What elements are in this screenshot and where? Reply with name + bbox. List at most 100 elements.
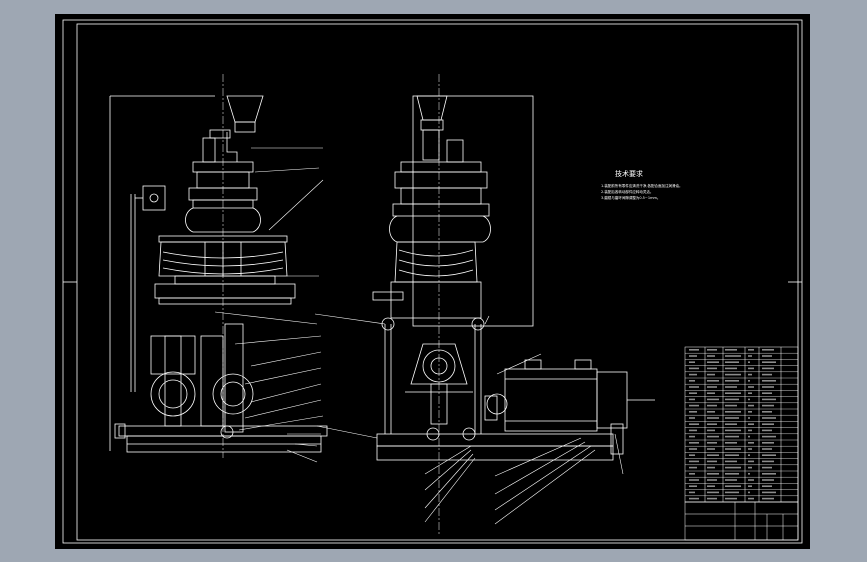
notes-line-1: 1.装配前所有零件应清洗干净,各配合面加注润滑油。 [601,183,682,188]
parts-cell-text [725,380,739,382]
gearbox [150,335,196,375]
parts-cell-text [748,442,754,444]
parts-cell-text [748,417,750,419]
parts-cell-text [725,373,741,376]
parts-cell-text [707,392,715,394]
parts-cell-text [689,423,699,425]
parts-cell-text [707,373,715,376]
parts-cell-text [725,442,737,444]
parts-cell-text [707,367,717,370]
parts-cell-text [725,429,741,432]
parts-fill [689,349,776,500]
bevel-gear [410,343,468,385]
notes-line-3: 3.磨辊与磨环间隙调整为0.5~1mm。 [601,195,660,200]
front-view [109,74,328,463]
parts-cell-text [725,454,739,456]
parts-cell-text [748,460,754,463]
parts-cell-text [689,442,699,444]
parts-cell-text [707,491,719,494]
parts-cell-text [707,454,719,456]
parts-cell-text [707,473,719,475]
parts-cell-text [748,479,754,481]
parts-cell-text [689,479,699,481]
parts-cell-text [725,398,739,401]
parts-cell-text [707,435,719,438]
parts-cell-text [762,442,774,444]
parts-cell-text [725,448,741,450]
parts-cell-text [762,367,774,370]
parts-cell-text [725,361,739,363]
parts-cell-text [748,473,750,475]
parts-cell-text [725,479,737,481]
parts-cell-text [762,448,772,450]
parts-cell-text [689,373,697,376]
parts-cell-text [762,429,772,432]
parts-cell-text [762,460,774,463]
parts-cell-text [762,423,774,425]
parts-cell-text [762,392,772,394]
parts-cell-text [748,349,754,351]
parts-cell-text [707,479,717,481]
parts-cell-text [762,435,776,438]
technical-notes: 技术要求 1.装配前所有零件应清洗干净,各配合面加注润滑油。 2.装配后各转动部… [601,169,682,200]
parts-cell-text [689,355,697,357]
parts-cell-text [725,392,741,394]
parts-cell-text [762,454,776,456]
outer-border [62,19,803,544]
parts-cell-text [725,491,739,494]
parts-cell-text [748,398,750,401]
parts-cell-text [725,497,737,500]
parts-cell-text [748,411,752,413]
cad-viewport[interactable]: 技术要求 1.装配前所有零件应清洗干净,各配合面加注润滑油。 2.装配后各转动部… [55,14,810,549]
parts-cell-text [762,355,772,357]
parts-cell-text [689,404,699,407]
parts-cell-text [707,429,715,432]
parts-cell-text [689,361,695,363]
parts-cell-text [762,485,772,487]
parts-cell-text [725,411,741,413]
parts-cell-text [707,349,717,351]
parts-cell-text [725,466,741,469]
assembly-drawing: 技术要求 1.装配前所有零件应清洗干净,各配合面加注润滑油。 2.装配后各转动部… [62,19,803,544]
parts-cell-text [748,386,754,388]
parts-cell-text [748,454,750,456]
parts-cell-text [725,386,737,388]
parts-cell-text [748,392,752,394]
parts-cell-text [762,380,776,382]
parts-cell-text [748,435,750,438]
parts-cell-text [707,485,715,487]
electric-motor [504,368,598,432]
parts-cell-text [748,466,752,469]
parts-cell-text [762,473,776,475]
notes-line-2: 2.装配后各转动部件应转动灵活。 [601,189,653,194]
parts-cell-text [748,373,752,376]
parts-cell-text [707,386,717,388]
parts-cell-text [748,404,754,407]
parts-cell-text [707,398,719,401]
parts-cell-text [748,361,750,363]
parts-cell-text [689,392,697,394]
parts-cell-text [748,448,752,450]
parts-cell-text [689,454,695,456]
parts-cell-text [689,349,699,351]
parts-cell-text [707,448,715,450]
parts-cell-text [725,423,737,425]
parts-cell-text [707,380,719,382]
parts-cell-text [689,448,697,450]
parts-cell-text [689,411,697,413]
parts-cell-text [689,473,695,475]
parts-cell-text [725,349,737,351]
parts-cell-text [762,404,774,407]
parts-cell-text [707,355,715,357]
parts-cell-text [725,435,739,438]
parts-cell-text [689,497,699,500]
feed-hopper [226,95,264,123]
parts-cell-text [707,361,719,363]
base-frame-side [376,433,614,447]
parts-cell-text [762,386,774,388]
parts-cell-text [725,473,739,475]
parts-cell-text [762,479,774,481]
parts-cell-text [725,355,741,357]
parts-cell-text [762,398,776,401]
side-view [314,74,655,534]
